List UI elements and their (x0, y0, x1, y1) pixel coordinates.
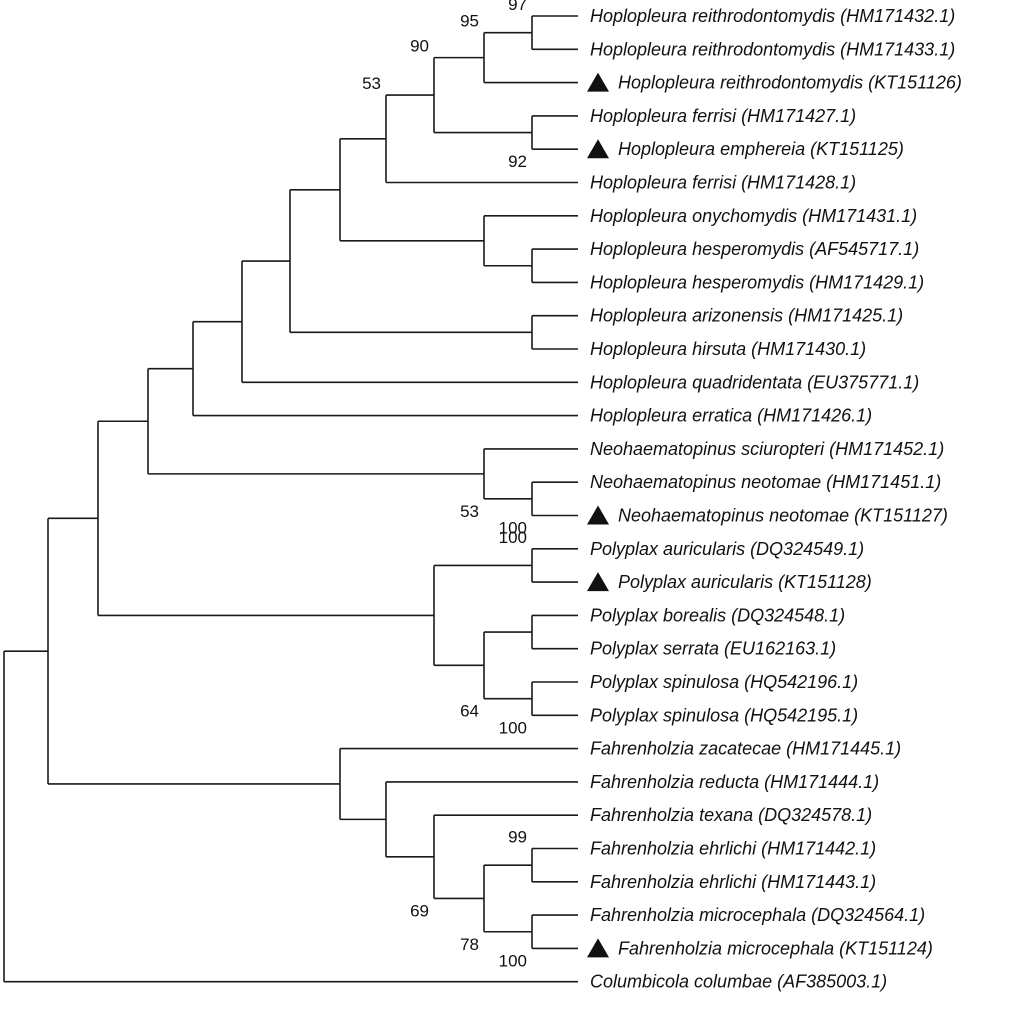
taxon-label: Fahrenholzia zacatecae (HM171445.1) (590, 739, 901, 759)
support-value-label: 100 (499, 528, 527, 547)
triangle-marker-icon (587, 139, 609, 159)
support-value-label: 100 (499, 718, 527, 737)
support-value-label: 53 (362, 74, 381, 93)
support-value-label: 64 (460, 702, 479, 721)
support-value-label: 95 (460, 12, 479, 31)
kt-sequence-markers (587, 72, 609, 958)
support-value-label: 100 (499, 951, 527, 970)
taxon-label: Polyplax auricularis (DQ324549.1) (590, 539, 864, 559)
taxon-label: Fahrenholzia microcephala (KT151124) (618, 938, 933, 958)
taxon-labels: Hoplopleura reithrodontomydis (HM171432.… (590, 6, 962, 992)
taxon-label: Polyplax serrata (EU162163.1) (590, 639, 836, 659)
taxon-label: Hoplopleura hesperomydis (AF545717.1) (590, 239, 919, 259)
taxon-label: Polyplax spinulosa (HQ542196.1) (590, 672, 858, 692)
tree-branches (3, 15, 578, 983)
taxon-label: Polyplax spinulosa (HQ542195.1) (590, 705, 858, 725)
support-value-label: 92 (508, 152, 527, 171)
taxon-label: Fahrenholzia ehrlichi (HM171443.1) (590, 872, 876, 892)
support-value-label: 53 (460, 502, 479, 521)
taxon-label: Hoplopleura hesperomydis (HM171429.1) (590, 272, 924, 292)
triangle-marker-icon (587, 505, 609, 525)
taxon-label: Hoplopleura onychomydis (HM171431.1) (590, 206, 917, 226)
taxon-label: Hoplopleura reithrodontomydis (KT151126) (618, 73, 962, 93)
taxon-label: Hoplopleura reithrodontomydis (HM171432.… (590, 6, 955, 26)
taxon-label: Hoplopleura emphereia (KT151125) (618, 139, 904, 159)
taxon-label: Hoplopleura ferrisi (HM171428.1) (590, 173, 856, 193)
taxon-label: Polyplax borealis (DQ324548.1) (590, 605, 845, 625)
triangle-marker-icon (587, 572, 609, 592)
support-value-label: 99 (508, 828, 527, 847)
taxon-label: Hoplopleura quadridentata (EU375771.1) (590, 372, 919, 392)
support-value-label: 78 (460, 935, 479, 954)
taxon-label: Fahrenholzia ehrlichi (HM171442.1) (590, 839, 876, 859)
triangle-marker-icon (587, 72, 609, 92)
taxon-label: Neohaematopinus neotomae (KT151127) (618, 506, 948, 526)
taxon-label: Fahrenholzia microcephala (DQ324564.1) (590, 905, 925, 925)
support-value-label: 100 (499, 519, 527, 538)
taxon-label: Hoplopleura arizonensis (HM171425.1) (590, 306, 903, 326)
taxon-label: Fahrenholzia texana (DQ324578.1) (590, 805, 872, 825)
taxon-label: Hoplopleura reithrodontomydis (HM171433.… (590, 39, 955, 59)
taxon-label: Hoplopleura erratica (HM171426.1) (590, 406, 872, 426)
taxon-label: Polyplax auricularis (KT151128) (618, 572, 872, 592)
taxon-label: Neohaematopinus neotomae (HM171451.1) (590, 472, 941, 492)
triangle-marker-icon (587, 938, 609, 958)
taxon-label: Fahrenholzia reducta (HM171444.1) (590, 772, 879, 792)
taxon-label: Columbicola columbae (AF385003.1) (590, 972, 887, 992)
support-value-label: 97 (508, 0, 527, 14)
support-value-label: 90 (410, 37, 429, 56)
taxon-label: Hoplopleura ferrisi (HM171427.1) (590, 106, 856, 126)
taxon-label: Hoplopleura hirsuta (HM171430.1) (590, 339, 866, 359)
taxon-label: Neohaematopinus sciuropteri (HM171452.1) (590, 439, 944, 459)
support-value-label: 69 (410, 901, 429, 920)
